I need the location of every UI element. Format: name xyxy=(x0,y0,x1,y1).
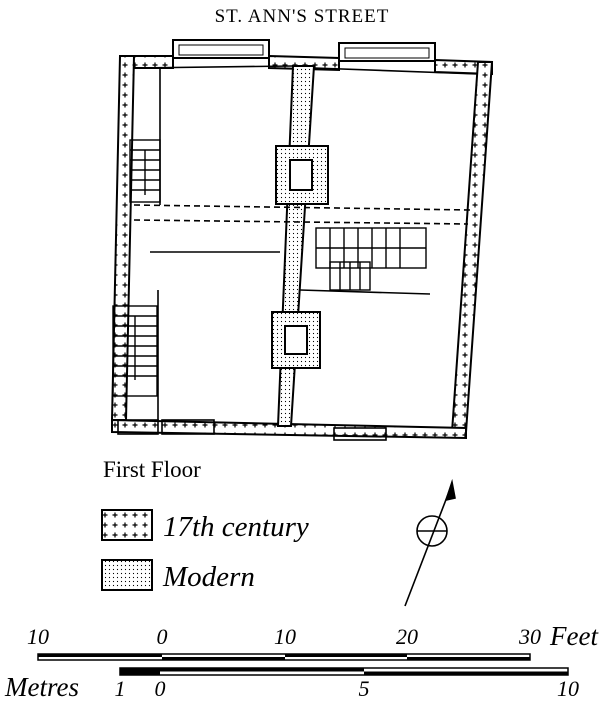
walls-modern xyxy=(271,65,329,427)
interior-partitions xyxy=(117,65,479,441)
stairs-right xyxy=(315,227,427,291)
feet-tick-30: 30 xyxy=(518,624,541,649)
metres-tick-1: 1 xyxy=(115,676,126,701)
metres-tick-10: 10 xyxy=(557,676,579,701)
legend-label-modern: Modern xyxy=(162,561,255,593)
metres-tick-5: 5 xyxy=(359,676,370,701)
legend-label-17th-century: 17th century xyxy=(163,511,309,543)
north-arrow-icon xyxy=(404,478,456,607)
legend-swatch-modern xyxy=(101,559,153,591)
feet-tick-10: 10 xyxy=(274,624,296,649)
metres-unit: Metres xyxy=(4,672,79,702)
floor-label: First Floor xyxy=(103,457,201,482)
stairs-left-upper xyxy=(129,139,161,203)
feet-tick-10-left: 10 xyxy=(27,624,49,649)
stairs-left-lower xyxy=(112,305,158,397)
legend-swatch-17th-century xyxy=(101,509,153,541)
metres-tick-0: 0 xyxy=(155,676,166,701)
feet-unit: Feet xyxy=(549,621,599,651)
street-name: ST. ANN'S STREET xyxy=(215,6,390,27)
feet-tick-0: 0 xyxy=(157,624,168,649)
legend: 17th century Modern xyxy=(101,509,309,593)
front-windows xyxy=(172,39,436,62)
feet-tick-20: 20 xyxy=(396,624,418,649)
scale-bars xyxy=(37,653,569,676)
